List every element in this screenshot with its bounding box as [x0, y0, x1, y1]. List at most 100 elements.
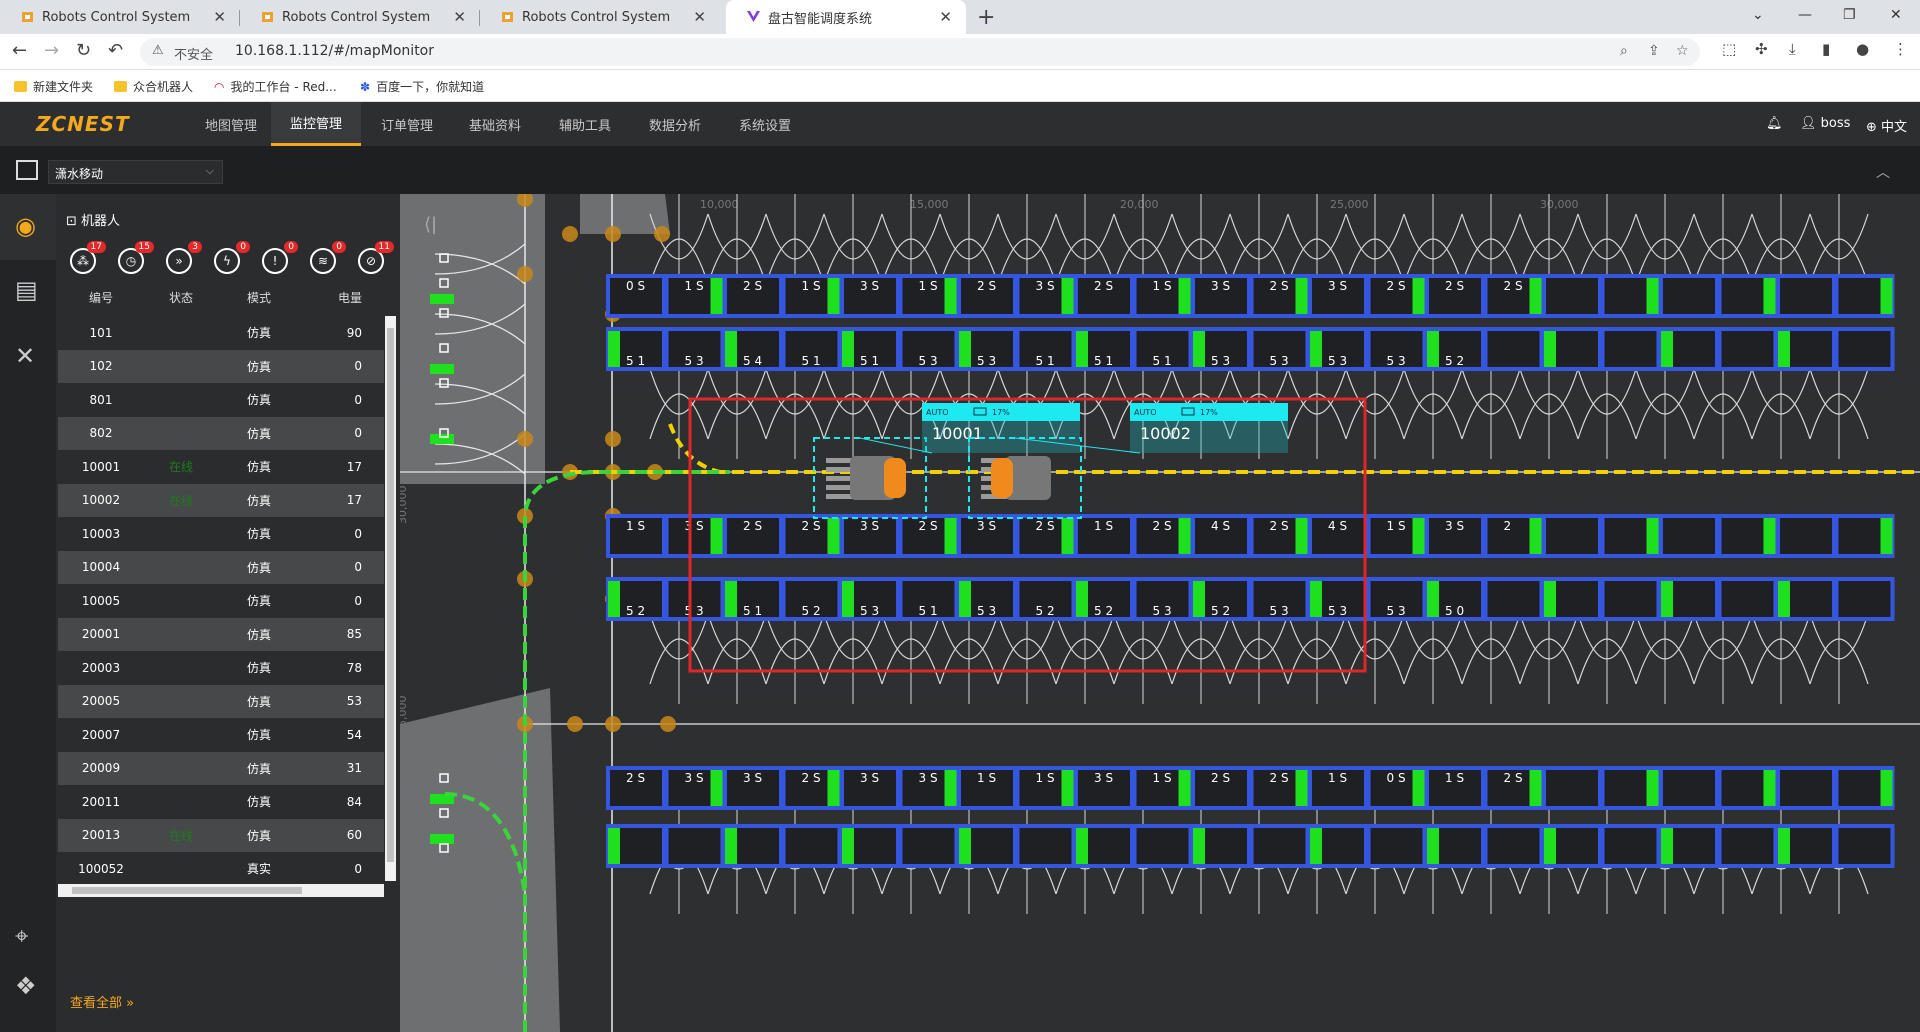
shelf-label: 5 2 — [626, 604, 645, 618]
charger-slot — [1529, 278, 1542, 314]
bookmark-label: 百度一下，你就知道 — [376, 80, 485, 94]
user-menu[interactable]: 👤︎ boss — [1800, 116, 1850, 131]
share-icon[interactable]: ⇪ — [1648, 43, 1660, 59]
bookmark-item[interactable]: 众合机器人 — [114, 78, 193, 95]
charger-slot — [1193, 828, 1205, 864]
bookmark-item[interactable]: ✽百度一下，你就知道 — [360, 78, 484, 95]
profile-icon[interactable]: ● — [1856, 40, 1870, 58]
view-all-link[interactable]: 查看全部 » — [70, 996, 135, 1011]
col-status[interactable]: 状态 — [168, 290, 193, 305]
map-canvas[interactable]: 5,00010,00015,00020,00025,00030,00030,00… — [400, 194, 1920, 1032]
filter-error[interactable]: !0 — [262, 241, 298, 274]
locate-crosshair-icon[interactable]: ⌖ — [15, 922, 29, 950]
download-icon[interactable]: ⤓ — [1789, 40, 1796, 58]
back-icon[interactable]: ← — [12, 40, 28, 61]
layers-icon[interactable]: ❖ — [15, 972, 37, 1000]
bookmark-star-icon[interactable]: ☆ — [1676, 43, 1689, 59]
collapse-up-icon[interactable]: ︿ — [1876, 165, 1890, 181]
browser-tab[interactable]: Robots Control System ✕ — [480, 0, 720, 34]
shelf-label: 3 S — [743, 771, 762, 785]
close-window-icon[interactable]: ✕ — [1890, 7, 1902, 23]
browser-tab-active[interactable]: 盘古智能调度系统 ✕ — [726, 0, 966, 34]
menu-map-management[interactable]: 地图管理 — [204, 118, 257, 134]
close-tab-icon[interactable]: ✕ — [939, 8, 952, 26]
close-tab-icon[interactable]: ✕ — [213, 8, 226, 26]
menu-tools[interactable]: 辅助工具 — [558, 118, 611, 134]
charger-slot — [842, 581, 854, 617]
url-bar[interactable]: ⚠ 不安全 10.168.1.112/#/mapMonitor ⌕ ⇪ ☆ — [140, 38, 1700, 66]
bookmark-item[interactable]: ◠我的工作台 - Red... — [214, 78, 337, 95]
shelf-label: 2 S — [626, 771, 645, 785]
menu-settings[interactable]: 系统设置 — [738, 118, 791, 134]
menu-monitoring[interactable]: 监控管理 — [271, 102, 361, 146]
close-tab-icon[interactable]: ✕ — [453, 8, 466, 26]
cell-mode: 仿真 — [246, 359, 271, 374]
forward-icon[interactable]: → — [44, 40, 60, 61]
warehouse-map[interactable]: 5,00010,00015,00020,00025,00030,00030,00… — [400, 194, 1920, 1032]
branch-arc — [434, 383, 526, 415]
menu-analytics[interactable]: 数据分析 — [648, 118, 701, 134]
app-logo[interactable]: ZCNEST — [36, 112, 130, 136]
bookmark-item[interactable]: 新建文件夹 — [14, 78, 93, 95]
more-menu-icon[interactable]: ⋮ — [1893, 40, 1908, 58]
new-tab-button[interactable]: + — [977, 5, 996, 30]
filter-offline[interactable]: ≋0 — [310, 241, 346, 274]
shelf-slot — [1074, 514, 1134, 558]
charger-marker — [430, 364, 454, 374]
vertical-scrollbar[interactable] — [385, 316, 396, 881]
tab-search-icon[interactable]: ⌄ — [1752, 7, 1764, 23]
scroll-thumb[interactable] — [72, 887, 302, 894]
clipboard-icon[interactable]: ▤ — [15, 276, 38, 304]
close-tab-icon[interactable]: ✕ — [693, 8, 706, 26]
sidebar-icon[interactable]: ▮ — [1822, 40, 1831, 58]
shelf-label: 5 1 — [802, 354, 821, 368]
filter-all-robots[interactable]: ⁂17 — [70, 241, 106, 274]
browser-tab[interactable]: Robots Control System ✕ — [0, 0, 240, 34]
map-select[interactable]: 潇水移动⌵ — [48, 160, 223, 184]
extensions-icon[interactable]: ✣ — [1755, 40, 1768, 58]
bell-icon[interactable]: 🔔︎ — [1766, 116, 1783, 131]
collapse-panel-icon[interactable]: ⟨| — [424, 214, 437, 235]
col-mode[interactable]: 模式 — [246, 290, 271, 305]
col-battery[interactable]: 电量 — [337, 290, 362, 305]
robot-monitor-icon[interactable]: ◉ — [15, 212, 36, 240]
screenshot-icon[interactable]: ⬚ — [1722, 40, 1737, 58]
filter-idle[interactable]: ◷15 — [118, 241, 154, 274]
horizontal-scrollbar[interactable] — [58, 884, 384, 897]
zoom-icon[interactable]: ⌕ — [1620, 43, 1628, 59]
col-id[interactable]: 编号 — [88, 290, 113, 305]
filter-running[interactable]: »3 — [166, 241, 202, 274]
scroll-thumb[interactable] — [387, 328, 394, 862]
browser-tab[interactable]: Robots Control System ✕ — [240, 0, 480, 34]
menu-base-data[interactable]: 基础资料 — [468, 118, 521, 134]
restore-icon[interactable]: ❐ — [1843, 7, 1856, 23]
reload-icon[interactable]: ↻ — [76, 40, 92, 61]
language-switch[interactable]: ⊕ 中文 — [1866, 116, 1907, 135]
filter-disabled[interactable]: ⊘11 — [358, 241, 394, 274]
menu-orders[interactable]: 订单管理 — [380, 118, 433, 134]
undo-icon[interactable]: ↶ — [108, 40, 124, 61]
url-text[interactable]: 10.168.1.112/#/mapMonitor — [235, 43, 435, 59]
tools-icon[interactable]: ✕ — [15, 342, 36, 370]
minimize-icon[interactable]: — — [1798, 7, 1812, 23]
